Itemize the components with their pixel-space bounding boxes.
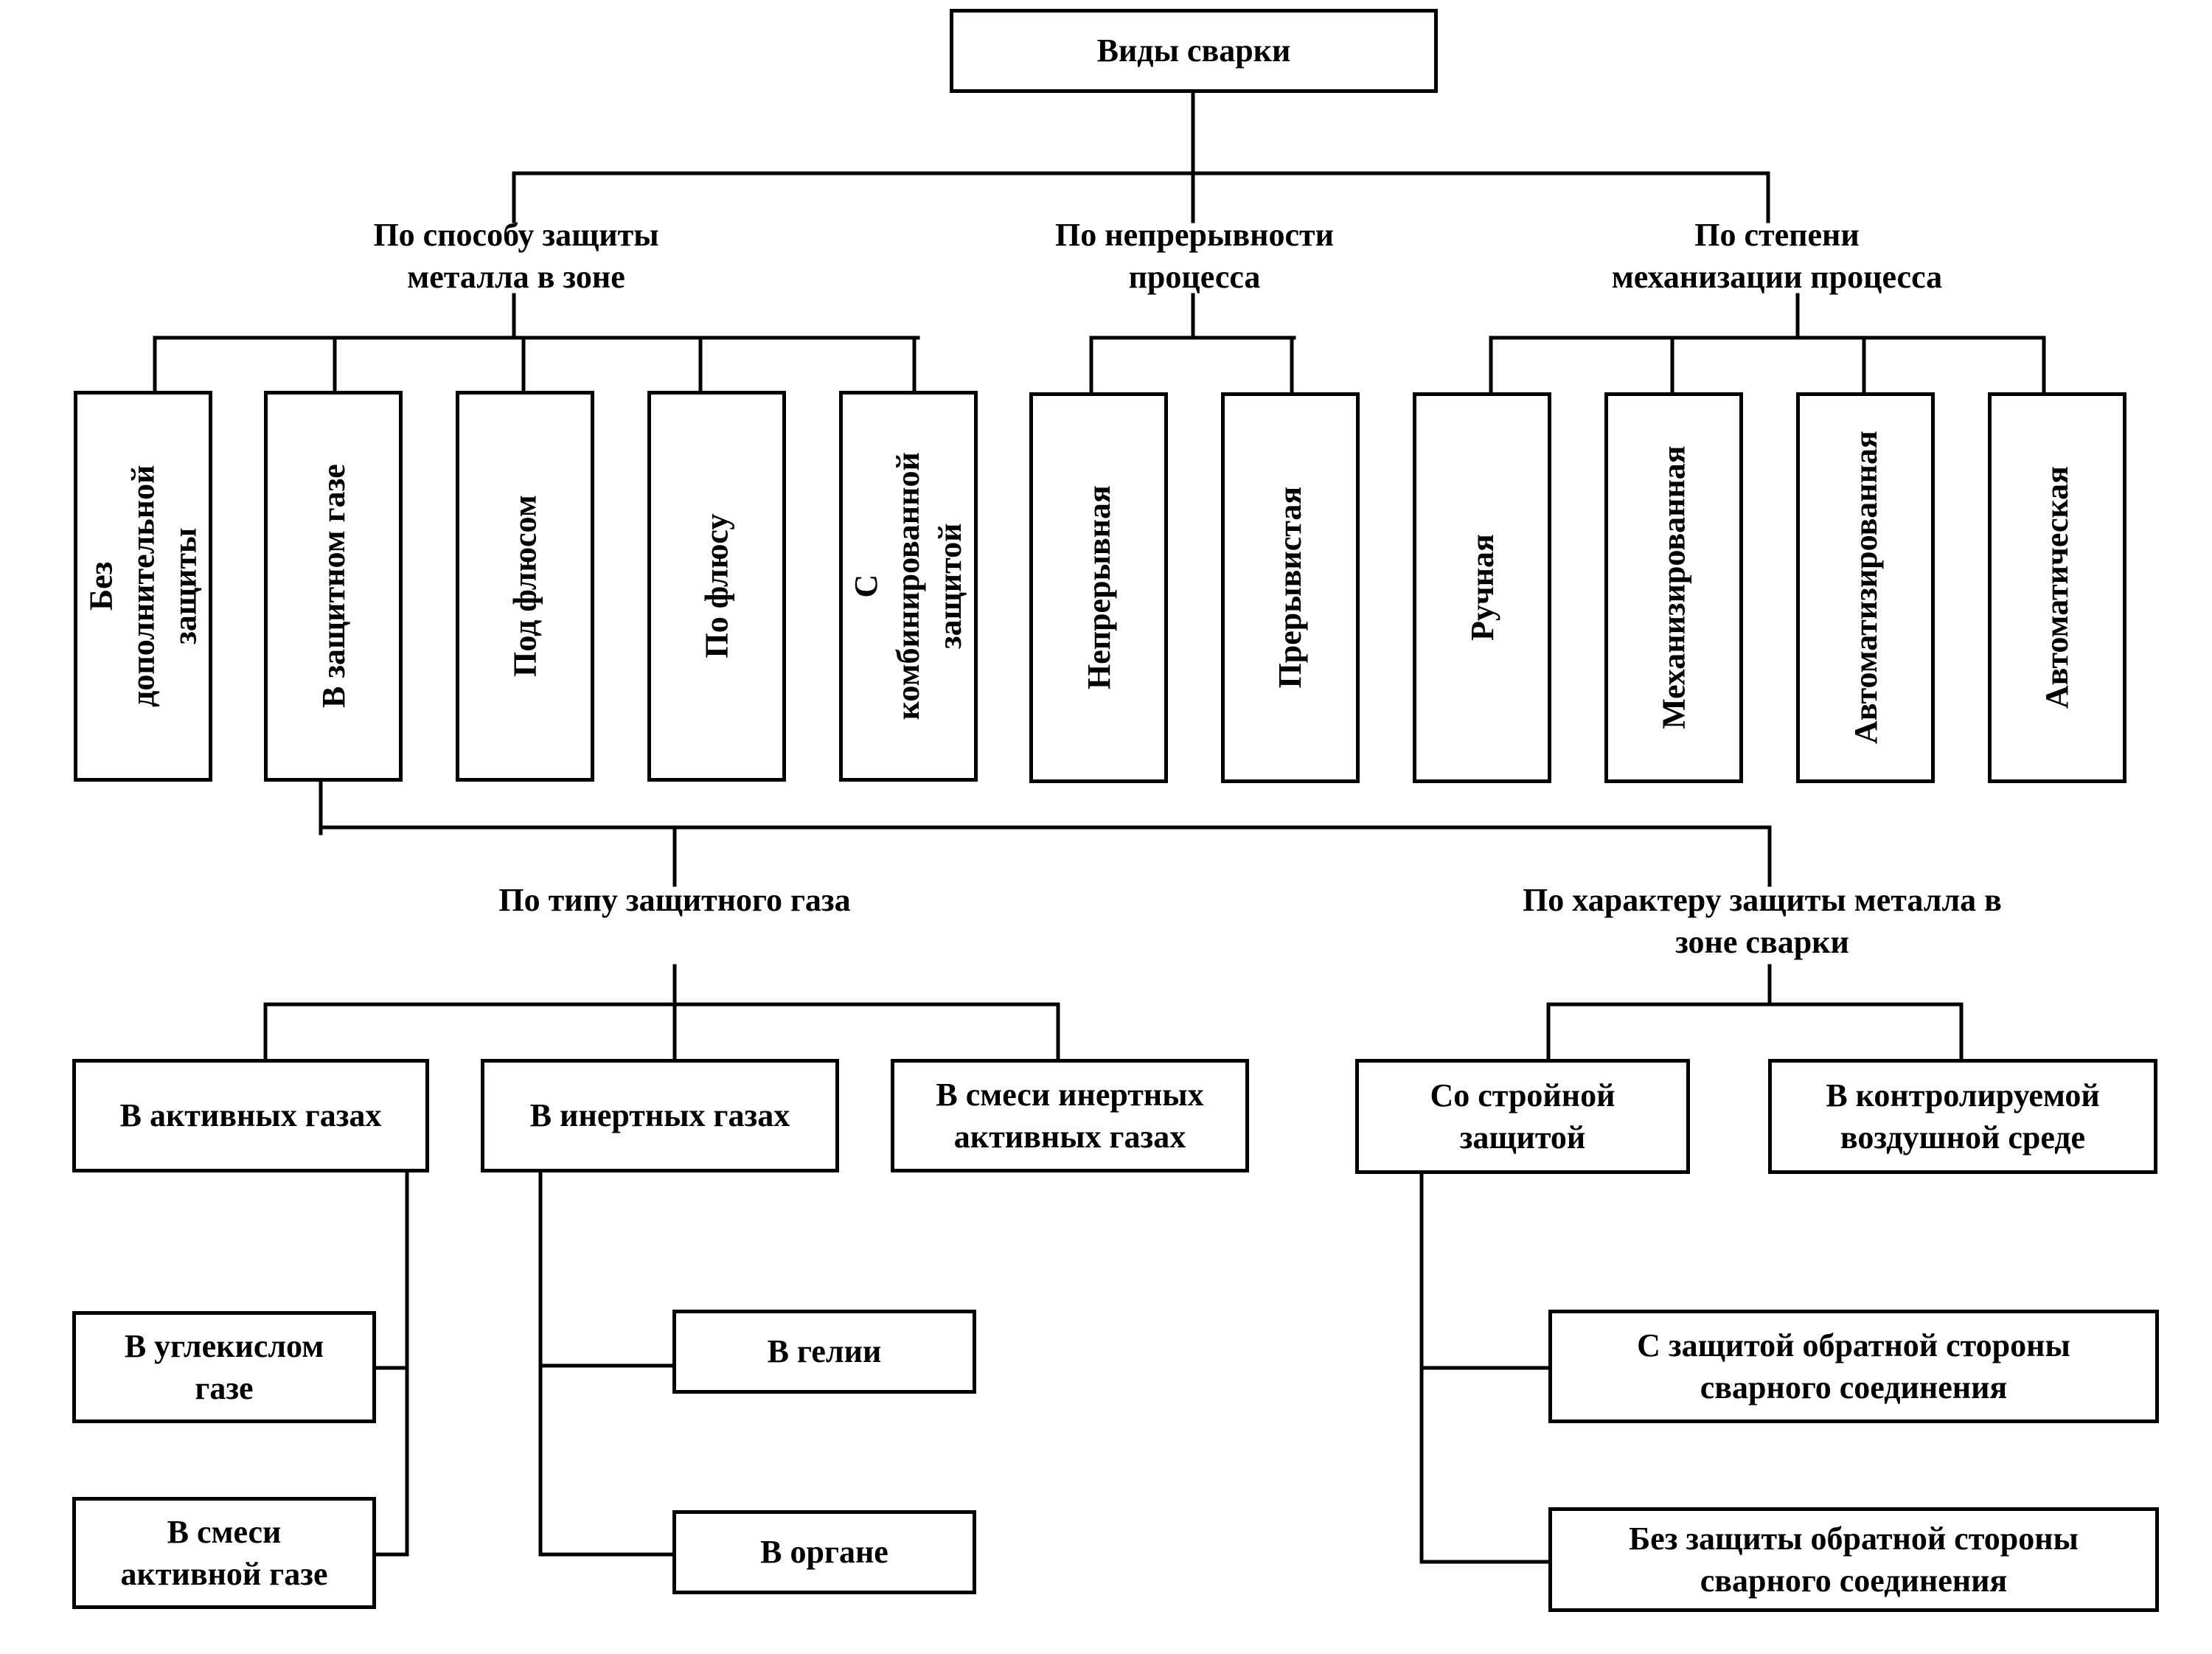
mechanization-mechanized: Механизированная bbox=[1604, 392, 1743, 783]
mechanization-manual: Ручная bbox=[1413, 392, 1551, 783]
protection-character-jet: Со стройной защитой bbox=[1355, 1059, 1690, 1174]
protection-character-label: Со стройной защитой bbox=[1430, 1077, 1615, 1156]
mechanization-label: Автоматическая bbox=[2039, 466, 2076, 709]
continuity-label: Прерывистая bbox=[1272, 487, 1309, 689]
mechanization-label: Механизированная bbox=[1655, 445, 1692, 730]
inert-gas-label: В органе bbox=[760, 1534, 888, 1571]
protection-method-on-flux: По флюсу bbox=[647, 391, 786, 782]
gas-type-label: В смеси инертных активных газах bbox=[936, 1076, 1204, 1155]
protection-method-label: Под флюсом bbox=[507, 495, 543, 678]
gas-type-mixed: В смеси инертных активных газах bbox=[891, 1059, 1249, 1172]
active-gas-co2: В углекислом газе bbox=[72, 1311, 376, 1423]
mechanization-automatic: Автоматическая bbox=[1988, 392, 2126, 783]
group-label-mechanization: По степени механизации процесса bbox=[1611, 217, 1943, 296]
protection-method-shielding-gas: В защитном газе bbox=[264, 391, 403, 782]
subgroup-label-protection-character: По характеру защиты металла в зоне сварк… bbox=[1523, 882, 2002, 961]
protection-method-under-flux: Под флюсом bbox=[456, 391, 594, 782]
inert-gas-argon: В органе bbox=[672, 1510, 976, 1594]
protection-method-no-extra: Без дополнительной защиты bbox=[74, 391, 212, 782]
active-gas-label: В смеси активной газе bbox=[120, 1513, 328, 1592]
protection-method-label: В защитном газе bbox=[315, 464, 352, 709]
protection-method-label: По флюсу bbox=[698, 514, 735, 659]
mechanization-label: Ручная bbox=[1464, 534, 1500, 642]
active-gas-label: В углекислом газе bbox=[124, 1327, 324, 1406]
continuity-label: Непрерывная bbox=[1080, 485, 1117, 690]
continuity-intermittent: Прерывистая bbox=[1221, 392, 1360, 783]
gas-type-label: В инертных газах bbox=[529, 1097, 790, 1134]
protection-character-label: В контролируемой воздушной среде bbox=[1826, 1077, 2100, 1156]
protection-method-combined: С комбинированной защитой bbox=[839, 391, 978, 782]
reverse-side-protected: С защитой обратной стороны сварного соед… bbox=[1548, 1310, 2159, 1423]
protection-character-controlled-air: В контролируемой воздушной среде bbox=[1768, 1059, 2157, 1174]
gas-type-active: В активных газах bbox=[72, 1059, 429, 1172]
mechanization-label: Автоматизированная bbox=[1847, 431, 1884, 745]
gas-type-label: В активных газах bbox=[119, 1097, 382, 1134]
gas-type-inert: В инертных газах bbox=[481, 1059, 839, 1172]
root-node: Виды сварки bbox=[950, 9, 1438, 93]
protection-method-label: С комбинированной защитой bbox=[848, 452, 969, 720]
inert-gas-helium: В гелии bbox=[672, 1310, 976, 1394]
group-label-continuity: По непрерывности процесса bbox=[1055, 217, 1334, 296]
active-gas-mixture: В смеси активной газе bbox=[72, 1497, 376, 1609]
inert-gas-label: В гелии bbox=[767, 1333, 882, 1370]
reverse-side-label: С защитой обратной стороны сварного соед… bbox=[1637, 1327, 2070, 1405]
mechanization-automated: Автоматизированная bbox=[1796, 392, 1935, 783]
reverse-side-label: Без защиты обратной стороны сварного сое… bbox=[1629, 1520, 2079, 1599]
protection-method-label: Без дополнительной защиты bbox=[83, 465, 204, 708]
subgroup-label-gas-type: По типу защитного газа bbox=[498, 882, 851, 918]
continuity-continuous: Непрерывная bbox=[1029, 392, 1168, 783]
group-label-protection: По способу защиты металла в зоне bbox=[373, 217, 659, 296]
reverse-side-unprotected: Без защиты обратной стороны сварного сое… bbox=[1548, 1507, 2159, 1612]
root-label: Виды сварки bbox=[1096, 32, 1291, 69]
